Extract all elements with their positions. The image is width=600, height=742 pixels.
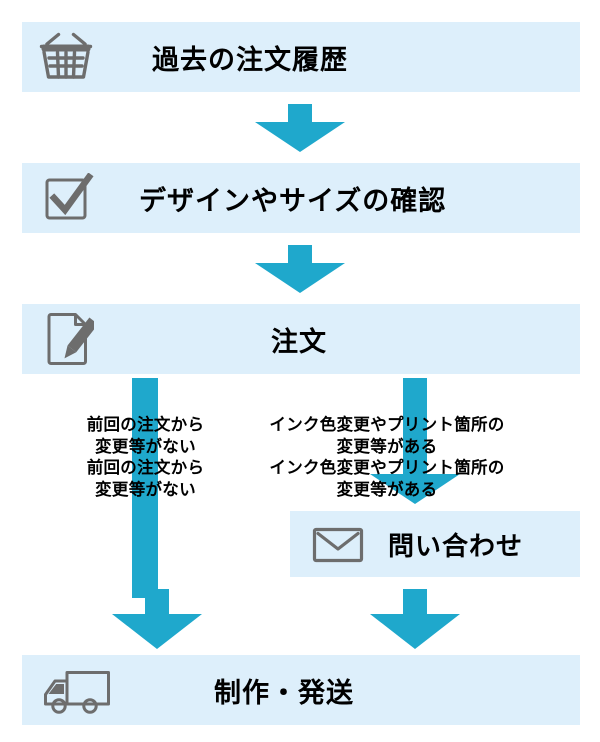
arrow-down-icon-order-to-inquiry [370,378,460,504]
arrow-down-icon-confirm-to-order [255,245,345,293]
delivery-truck-icon [42,664,114,716]
envelope-icon [312,524,364,564]
flow-node-inquiry-label: 問い合わせ [388,531,524,562]
flow-node-history-label: 過去の注文履歴 [152,44,348,76]
branch-label-no-change-line2: 変更等がない [95,480,196,500]
flow-node-confirm-label: デザインやサイズの確認 [139,185,447,217]
arrow-down-icon-history-to-confirm [255,104,345,152]
arrow-down-long-icon-order-to-ship [112,378,178,598]
branch-label-change: インク色変更やプリント箇所の変更等がある インク色変更やプリント箇所の変更等があ… [269,414,505,500]
arrow-down-icon-order-to-ship-head [112,589,202,649]
document-pencil-icon [46,312,94,366]
branch-label-no-change-line1: 前回の注文から [86,458,205,478]
branch-label-change-line1: インク色変更やプリント箇所の [269,458,505,478]
flow-node-history: 過去の注文履歴 [22,22,580,92]
branch-label-change-line2: 変更等がある [336,480,438,500]
shopping-basket-icon [37,32,95,82]
flow-node-order-label: 注文 [271,326,327,358]
flow-node-inquiry: 問い合わせ [290,511,580,577]
flow-node-ship: 制作・発送 [22,655,580,725]
flow-node-order: 注文 [22,304,580,374]
flow-node-confirm: デザインやサイズの確認 [22,163,580,233]
branch-label-no-change: 前回の注文から変更等がない 前回の注文から変更等がない [86,414,205,500]
flow-node-ship-label: 制作・発送 [214,677,354,709]
checkbox-checked-icon [44,173,94,223]
arrow-down-icon-inquiry-to-ship [370,589,460,649]
